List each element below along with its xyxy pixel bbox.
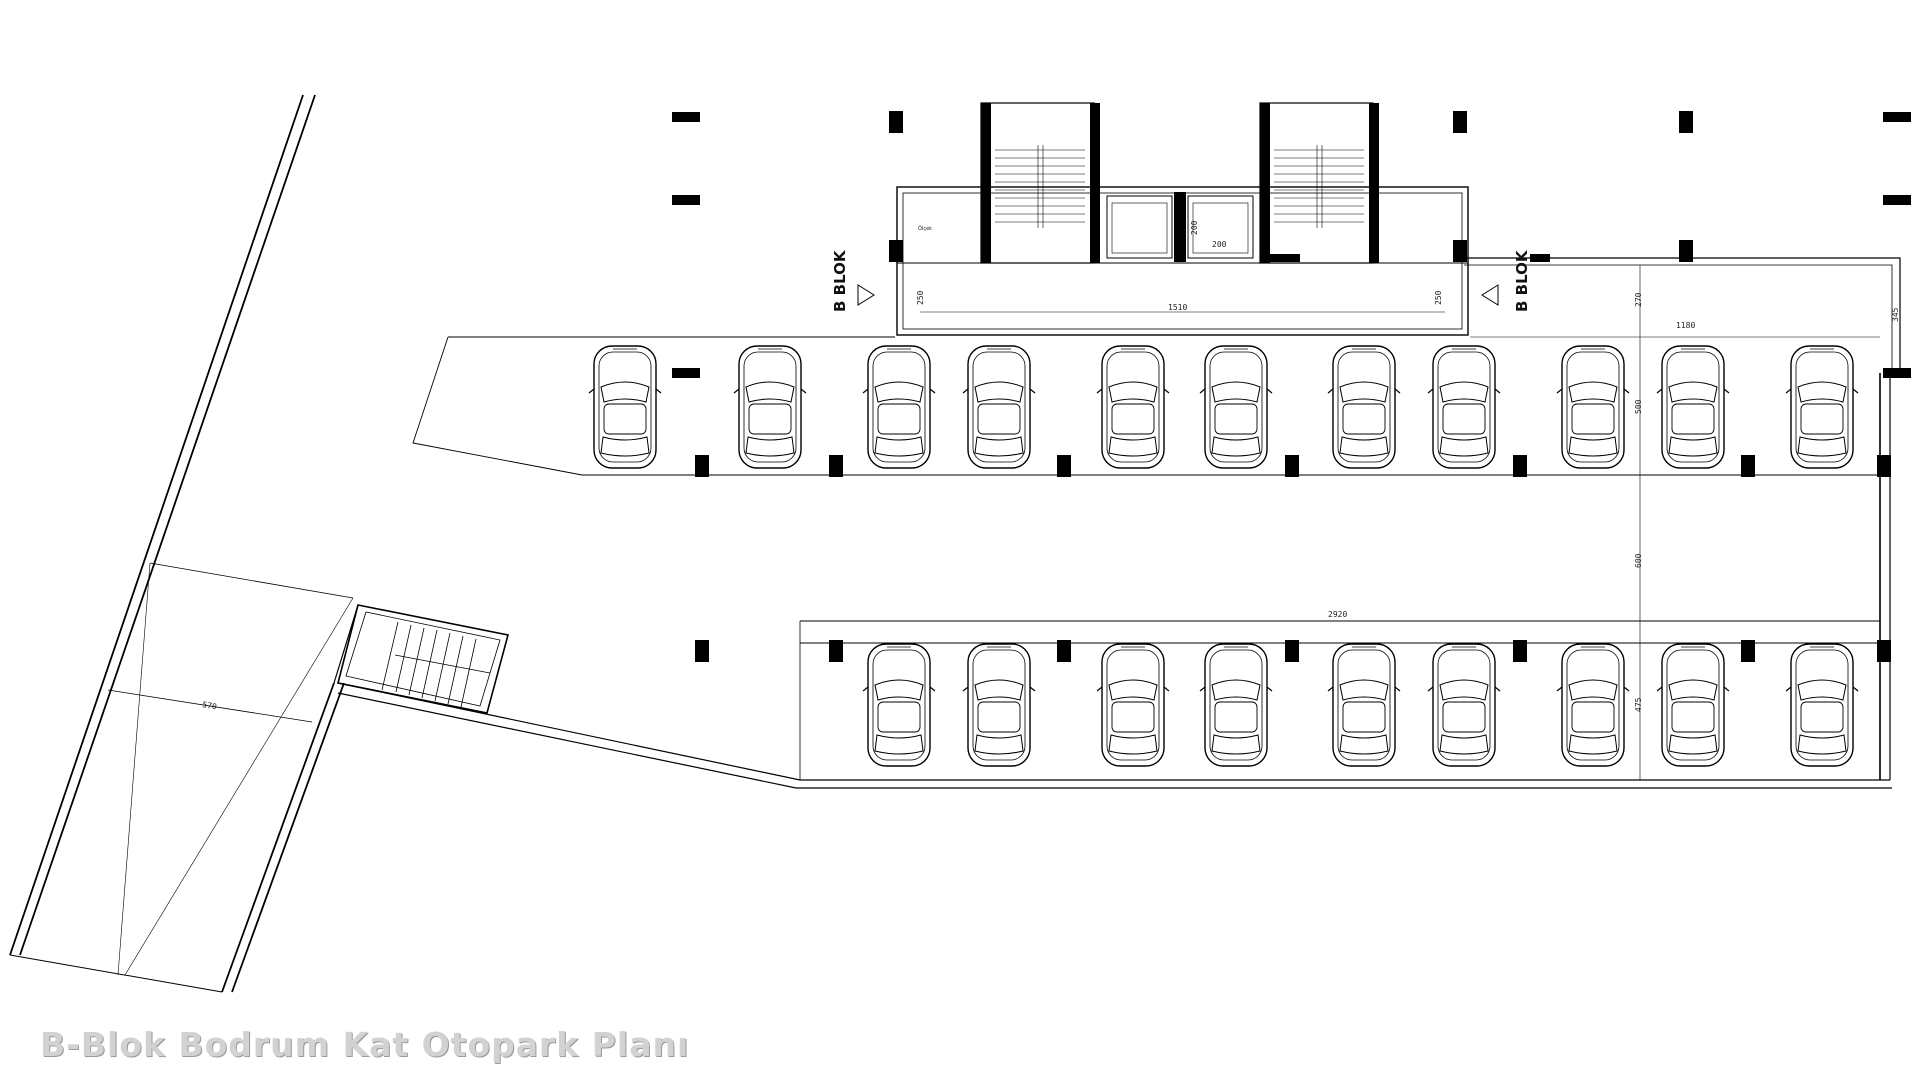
dim-200-horizontal: 200 bbox=[1212, 240, 1227, 249]
dim-250-right: 250 bbox=[1434, 290, 1443, 305]
car-symbol bbox=[588, 345, 662, 469]
direction-arrow-left bbox=[857, 284, 875, 306]
car-symbol bbox=[1556, 345, 1630, 469]
plan-caption: B-Blok Bodrum Kat Otopark Planı bbox=[40, 1025, 690, 1064]
dim-200-vertical: 200 bbox=[1190, 220, 1199, 235]
ramp bbox=[9, 94, 354, 993]
parking-row-bottom bbox=[862, 643, 1859, 767]
car-symbol bbox=[962, 643, 1036, 767]
car-symbol bbox=[1427, 345, 1501, 469]
dim-1180: 1180 bbox=[1676, 321, 1695, 330]
parking-outline bbox=[333, 257, 1901, 789]
car-symbol bbox=[1656, 643, 1730, 767]
car-symbol bbox=[1656, 345, 1730, 469]
dim-1510: 1510 bbox=[1168, 303, 1187, 312]
structural-columns bbox=[672, 111, 1911, 662]
parking-row-top bbox=[588, 345, 1859, 469]
car-symbol bbox=[862, 345, 936, 469]
car-symbol bbox=[733, 345, 807, 469]
dim-600: 600 bbox=[1634, 553, 1643, 568]
car-symbol bbox=[1556, 643, 1630, 767]
dim-475: 475 bbox=[1634, 697, 1643, 712]
car-symbol bbox=[1096, 643, 1170, 767]
car-symbol bbox=[1199, 345, 1273, 469]
car-symbol bbox=[1096, 345, 1170, 469]
dim-2920: 2920 bbox=[1328, 610, 1347, 619]
dim-570: 570 bbox=[202, 700, 218, 711]
block-label-left: B BLOK bbox=[831, 249, 849, 312]
car-symbol bbox=[1199, 643, 1273, 767]
core-walls bbox=[981, 103, 1550, 263]
block-label-right: B BLOK bbox=[1513, 249, 1531, 312]
car-symbol bbox=[1327, 345, 1401, 469]
car-symbol bbox=[1785, 643, 1859, 767]
dim-270: 270 bbox=[1634, 292, 1643, 307]
car-symbol bbox=[962, 345, 1036, 469]
dim-500: 500 bbox=[1634, 399, 1643, 414]
direction-arrow-right bbox=[1481, 284, 1499, 306]
core-room-label: Ölçek bbox=[918, 225, 932, 232]
small-stair bbox=[337, 604, 509, 714]
car-symbol bbox=[1785, 345, 1859, 469]
car-symbol bbox=[1427, 643, 1501, 767]
car-symbol bbox=[1327, 643, 1401, 767]
car-symbol bbox=[862, 643, 936, 767]
dim-250-left: 250 bbox=[916, 290, 925, 305]
dim-345: 345 bbox=[1891, 307, 1900, 322]
